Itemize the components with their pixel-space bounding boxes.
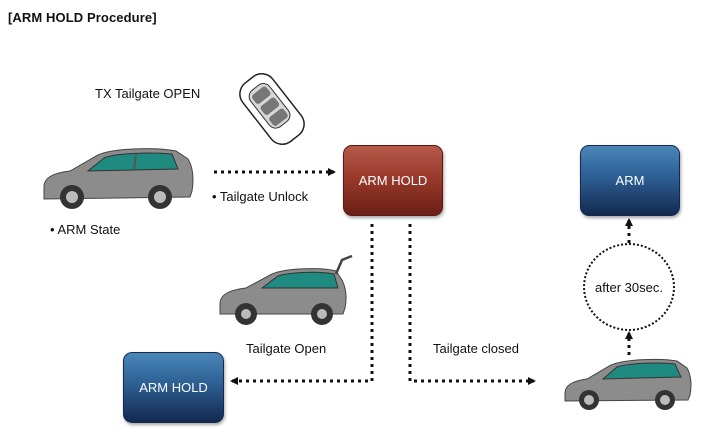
tailgate-open-label: Tailgate Open	[246, 341, 327, 356]
arrow-arm-hold-to-arm-hold-bottom	[230, 224, 374, 385]
arm-box: ARM	[580, 145, 680, 216]
arm-state-label: • ARM State	[50, 222, 121, 237]
diagram-title: [ARM HOLD Procedure]	[8, 10, 157, 25]
car-icon	[43, 148, 194, 209]
tx-tailgate-open-label: TX Tailgate OPEN	[95, 86, 201, 101]
tailgate-unlock-label: • Tailgate Unlock	[212, 189, 309, 204]
car-icon	[219, 254, 353, 325]
tailgate-closed-label: Tailgate closed	[433, 341, 519, 356]
after-30sec-circle: after 30sec.	[583, 243, 675, 331]
arm-hold-result-box: ARM HOLD	[123, 352, 224, 423]
car-icon	[564, 358, 692, 410]
arrow-arm-hold-to-closed-car	[408, 224, 536, 385]
arm-hold-box: ARM HOLD	[343, 145, 443, 216]
key-fob-icon	[239, 73, 305, 145]
